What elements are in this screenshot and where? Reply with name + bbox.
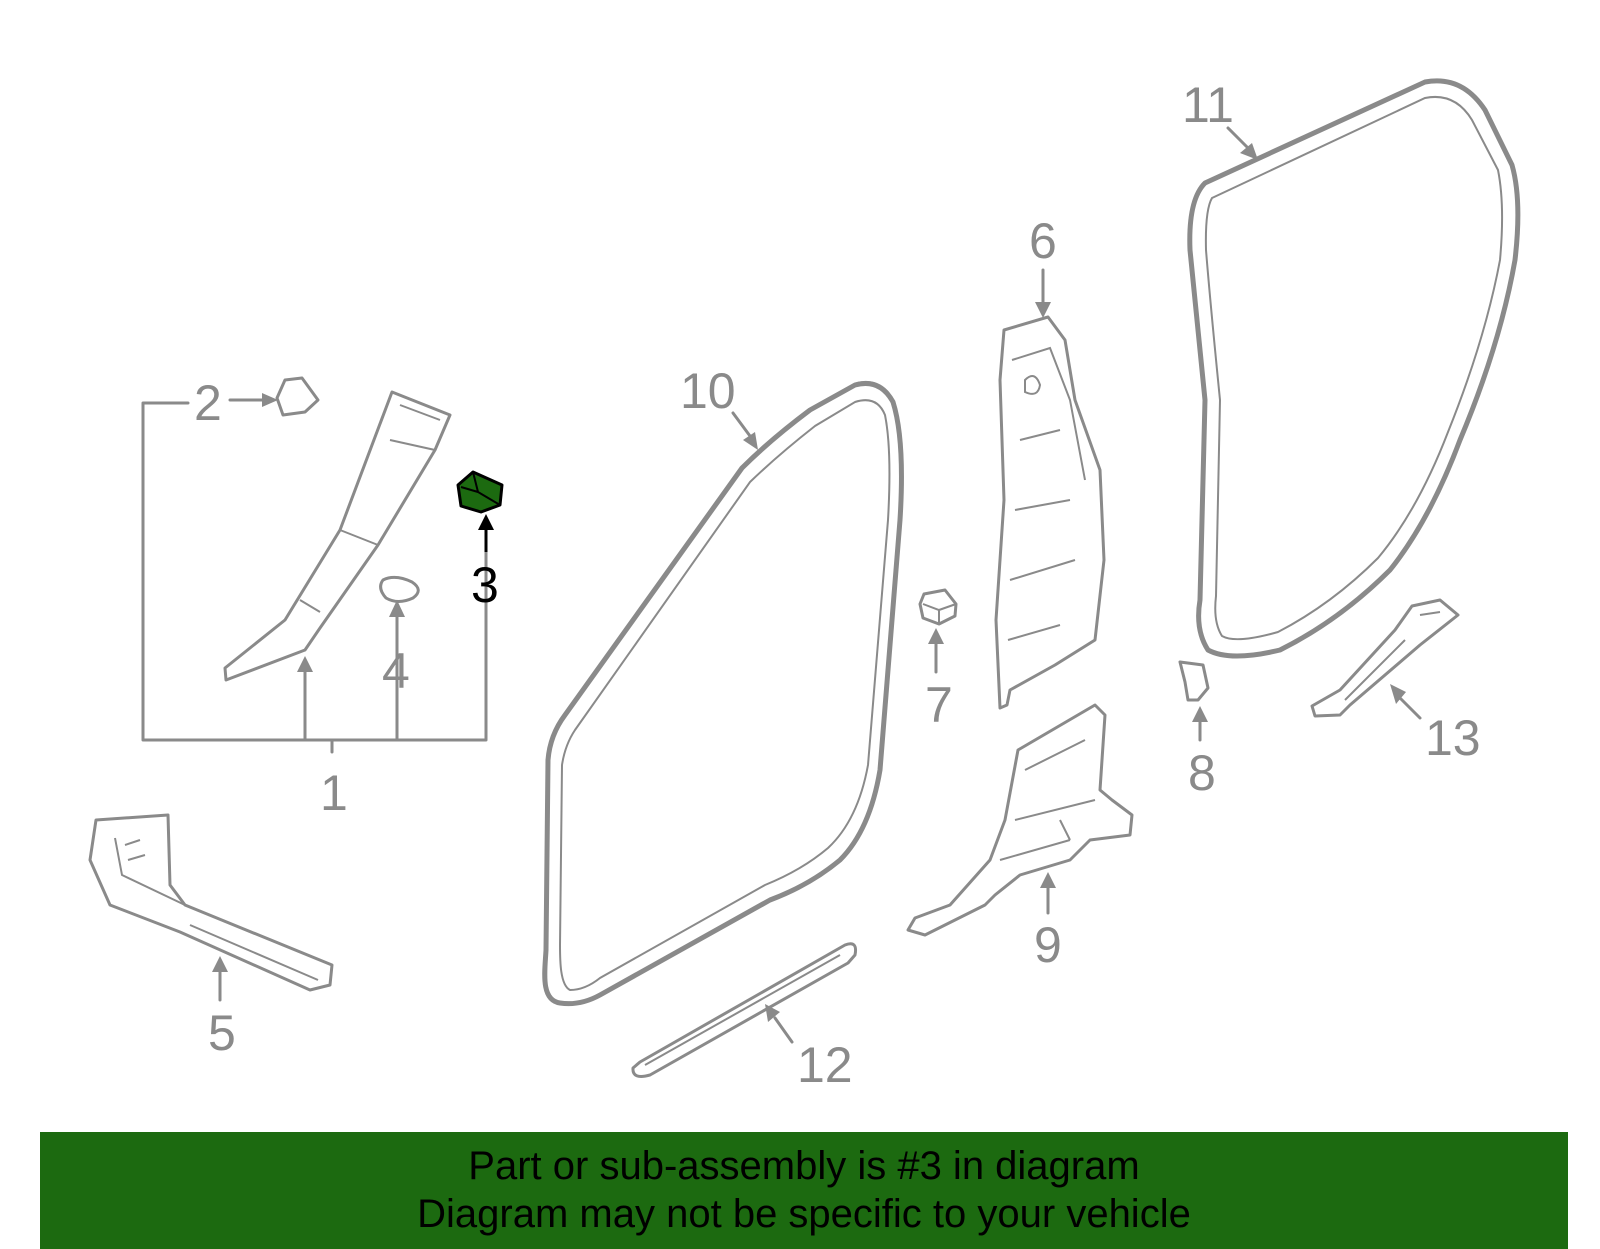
part-12-front-sill[interactable] bbox=[631, 942, 857, 1078]
callout-10: 10 bbox=[680, 363, 736, 419]
callout-1: 1 bbox=[320, 765, 348, 821]
callout-12: 12 bbox=[797, 1037, 853, 1093]
group-1-bracket bbox=[141, 401, 488, 754]
part-a-pillar-trim[interactable] bbox=[223, 390, 452, 682]
part-13-rear-sill[interactable] bbox=[1310, 598, 1460, 720]
banner-line-1: Part or sub-assembly is #3 in diagram bbox=[468, 1144, 1140, 1188]
banner-line-2: Diagram may not be specific to your vehi… bbox=[417, 1192, 1191, 1236]
callout-6: 6 bbox=[1029, 213, 1057, 269]
part-8-clip[interactable] bbox=[1178, 660, 1210, 742]
part-10-front-weatherstrip[interactable] bbox=[542, 380, 904, 1007]
part-9-pillar-lower[interactable] bbox=[906, 703, 1134, 937]
part-4-plug[interactable] bbox=[379, 575, 420, 603]
part-2-clip[interactable] bbox=[228, 376, 320, 417]
part-7-clip[interactable] bbox=[918, 588, 958, 674]
callout-4: 4 bbox=[382, 643, 410, 699]
callout-8: 8 bbox=[1188, 745, 1216, 801]
callout-5: 5 bbox=[208, 1005, 236, 1061]
parts-diagram: 1 2 3 4 5 6 7 8 9 10 11 12 13 bbox=[88, 77, 1521, 1093]
part-11-rear-weatherstrip[interactable] bbox=[1187, 78, 1521, 659]
callout-11: 11 bbox=[1182, 77, 1234, 133]
callout-7: 7 bbox=[925, 677, 953, 733]
part-3-highlighted[interactable] bbox=[456, 470, 504, 552]
part-6-pillar-upper[interactable] bbox=[994, 268, 1106, 710]
callout-2: 2 bbox=[194, 375, 222, 431]
callout-9: 9 bbox=[1034, 917, 1062, 973]
callout-3: 3 bbox=[471, 557, 499, 613]
callout-13: 13 bbox=[1425, 710, 1481, 766]
info-banner: Part or sub-assembly is #3 in diagram Di… bbox=[40, 1132, 1568, 1249]
part-5-kick-panel[interactable] bbox=[88, 813, 334, 1002]
